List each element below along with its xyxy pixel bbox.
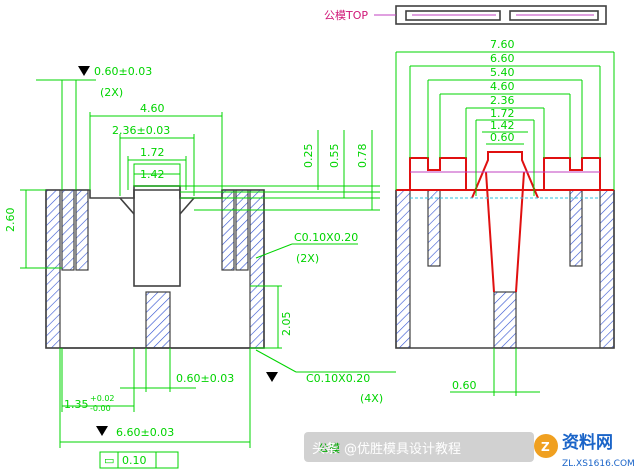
- right-dim-660: 6.60: [490, 52, 515, 65]
- watermark-site-url: ZL.XS1616.COM: [562, 459, 635, 469]
- datum-triangle-mid: [266, 372, 278, 382]
- right-dimension-texts: 7.60 6.60 5.40 4.60 2.36 1.72 1.42 0.60 …: [452, 38, 515, 392]
- dim-236: 2.36±0.03: [112, 124, 170, 137]
- left-dimension-texts: 0.60±0.03 (2X) 4.60 2.36±0.03 1.72 1.42 …: [4, 65, 383, 467]
- flatness-symbol: ▭: [104, 454, 114, 467]
- dim-flatness: 0.10: [122, 454, 147, 467]
- dim-078: 0.78: [356, 144, 369, 169]
- dim-055: 0.55: [328, 144, 341, 169]
- right-section-view: [395, 151, 615, 349]
- right-dim-060: 0.60: [490, 131, 515, 144]
- right-dim-236: 2.36: [490, 94, 515, 107]
- dim-460: 4.60: [140, 102, 165, 115]
- right-dim-172: 1.72: [490, 107, 515, 120]
- dim-172: 1.72: [140, 146, 165, 159]
- dim-chamfer-1-count: (2X): [296, 252, 319, 265]
- right-dimension-lines: [395, 51, 615, 396]
- watermark-handle: @优胜模具设计教程: [344, 441, 461, 457]
- dim-660: 6.60±0.03: [116, 426, 174, 439]
- dim-135-tol-lower: -0.00: [90, 404, 111, 413]
- dim-chamfer-1: C0.10X0.20: [294, 231, 358, 244]
- watermark: 头条 @优胜模具设计教程 Z 资料网 ZL.XS1616.COM: [304, 432, 635, 469]
- dim-060-top-count: (2X): [100, 86, 123, 99]
- datum-triangle-bottom: [96, 426, 108, 436]
- left-dimension-lines: [20, 79, 396, 469]
- svg-text:Z: Z: [541, 440, 550, 454]
- dim-060-bottom: 0.60±0.03: [176, 372, 234, 385]
- dim-chamfer-2: C0.10X0.20: [306, 372, 370, 385]
- dim-025: 0.25: [302, 144, 315, 169]
- dim-060-top: 0.60±0.03: [94, 65, 152, 78]
- dim-chamfer-2-count: (4X): [360, 392, 383, 405]
- watermark-toutiao: 头条: [312, 441, 338, 457]
- right-dim-bottom-060: 0.60: [452, 379, 477, 392]
- right-dim-540: 5.40: [490, 66, 515, 79]
- top-caption: 公模TOP: [324, 9, 368, 22]
- right-dim-760: 7.60: [490, 38, 515, 51]
- bottom-left-fragment: 公模: [318, 442, 340, 455]
- dim-135-tol-upper: +0.02: [90, 394, 115, 403]
- dim-205: 2.05: [280, 312, 293, 337]
- dim-135: 1.35: [64, 398, 89, 411]
- dim-260: 2.60: [4, 208, 17, 233]
- watermark-site-name: 资料网: [562, 432, 613, 453]
- right-top-strip: [395, 5, 607, 25]
- right-dim-142: 1.42: [490, 119, 515, 132]
- datum-triangle-top: [78, 66, 90, 76]
- dim-142: 1.42: [140, 168, 165, 181]
- site-logo-icon: [534, 434, 558, 458]
- right-dim-460: 4.60: [490, 80, 515, 93]
